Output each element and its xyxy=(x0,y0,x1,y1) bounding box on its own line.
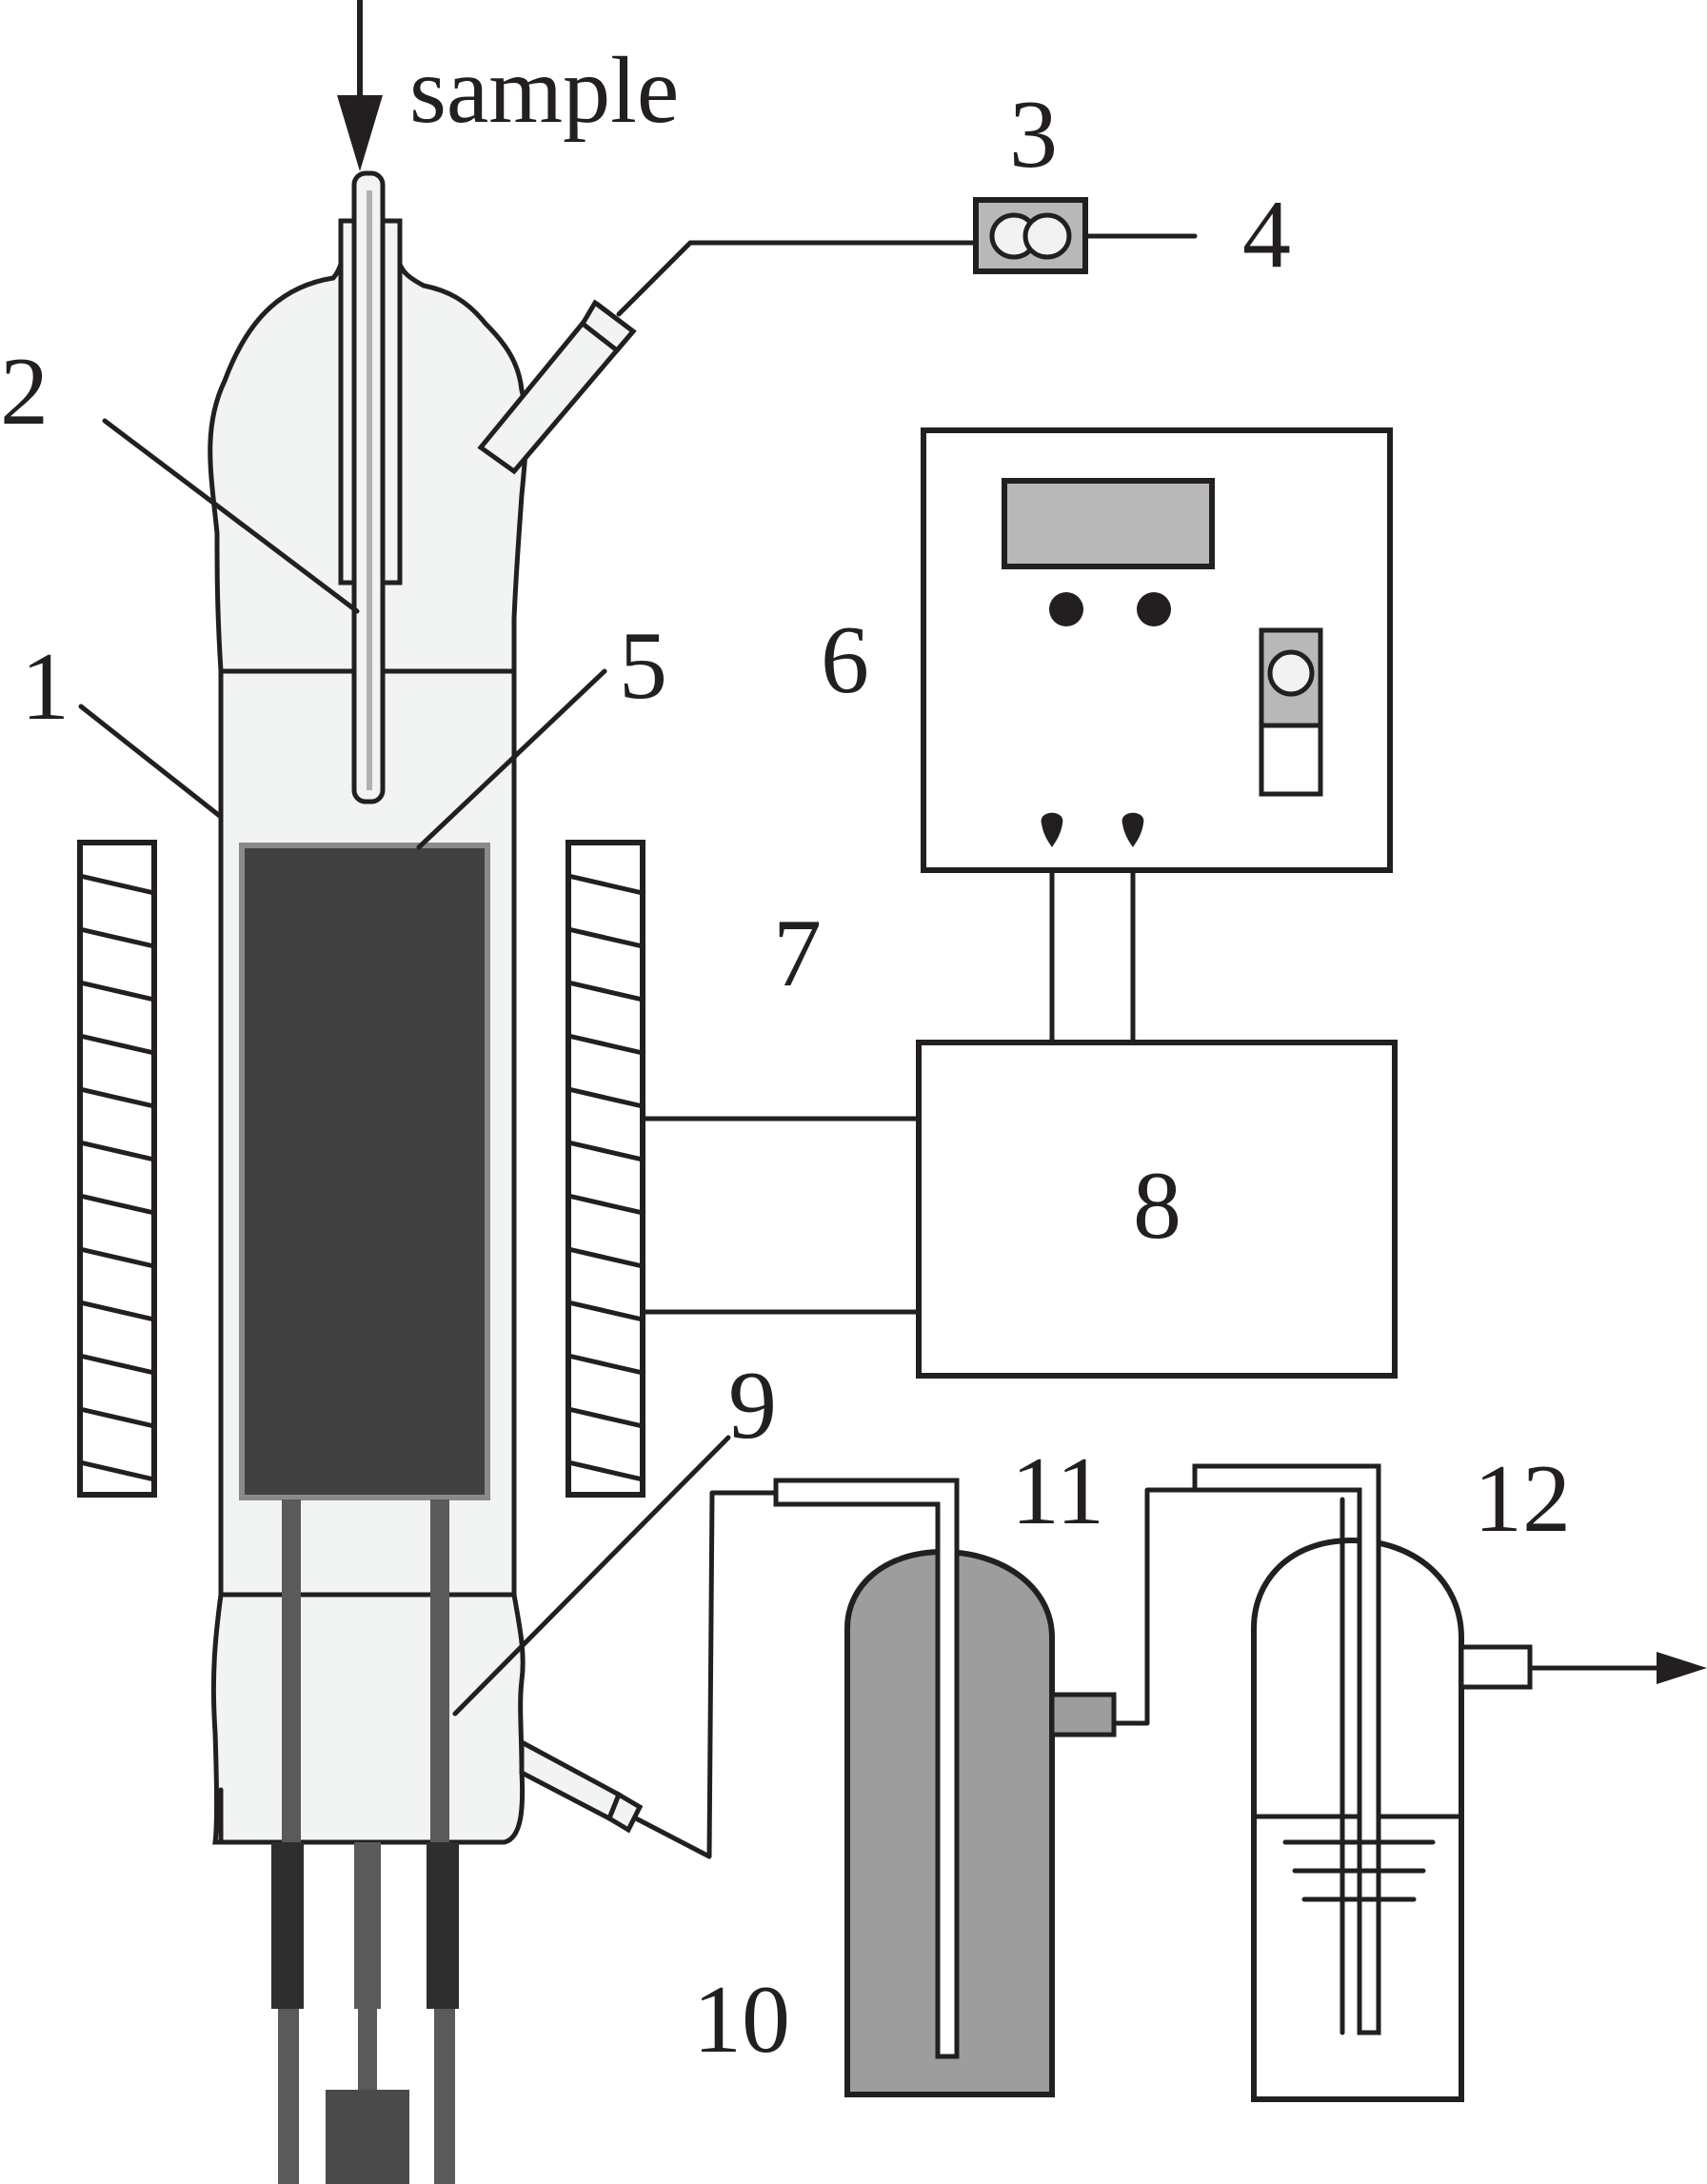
furnace-hatch-line xyxy=(79,873,155,896)
sample-inlet-arrow xyxy=(337,0,383,171)
label-5: 5 xyxy=(619,612,667,720)
terminal-b xyxy=(1121,812,1144,847)
furnace-hatch-line xyxy=(567,873,644,896)
label-3: 3 xyxy=(1009,81,1058,189)
label-1: 1 xyxy=(21,633,69,741)
knob-2 xyxy=(1137,592,1171,626)
furnace-hatch-line xyxy=(567,1459,644,1482)
catalyst-bed xyxy=(239,843,490,1500)
label-9: 9 xyxy=(728,1352,777,1459)
label-8: 8 xyxy=(1133,1152,1181,1260)
furnace-right xyxy=(566,840,645,1498)
furnace-hatch-line xyxy=(567,1300,644,1322)
display-screen xyxy=(1002,478,1215,569)
furnace-hatch-line xyxy=(567,1353,644,1376)
furnace-hatch-line xyxy=(79,1246,155,1269)
furnace-hatch-line xyxy=(79,980,155,1003)
furnace-hatch-line xyxy=(567,926,644,949)
knob-1 xyxy=(1049,592,1083,626)
leader-lines xyxy=(78,418,731,1717)
furnace-hatch-line xyxy=(79,1459,155,1482)
furnace-hatch-line xyxy=(79,1300,155,1322)
cold-trap-10 xyxy=(773,1478,1198,2097)
controller-box-8 xyxy=(916,1040,1398,1379)
furnace-hatch-line xyxy=(79,1033,155,1056)
label-4: 4 xyxy=(1242,181,1291,288)
label-sample: sample xyxy=(409,37,679,143)
furnace-hatch-line xyxy=(567,980,644,1003)
absorption-bottle-12 xyxy=(1192,1463,1707,2102)
instrument-6 xyxy=(921,427,1393,873)
furnace-left xyxy=(77,840,157,1498)
inlet-capillary xyxy=(338,170,403,804)
bed-supports xyxy=(271,1499,459,2184)
furnace-hatch-line xyxy=(567,1406,644,1429)
upper-side-arm xyxy=(477,240,983,475)
furnace-hatch-line xyxy=(567,1033,644,1056)
label-2: 2 xyxy=(0,338,49,446)
label-6: 6 xyxy=(821,606,869,714)
label-12: 12 xyxy=(1474,1445,1571,1553)
furnace-hatch-line xyxy=(79,1140,155,1162)
furnace-hatch-line xyxy=(79,926,155,949)
label-11: 11 xyxy=(1011,1438,1104,1545)
terminal-a xyxy=(1041,812,1063,847)
furnace-hatch-line xyxy=(79,1406,155,1429)
furnace-hatch-line xyxy=(567,1246,644,1269)
label-7: 7 xyxy=(773,900,822,1007)
lower-side-arm xyxy=(519,1490,779,1859)
furnace-hatch-line xyxy=(567,1140,644,1162)
furnace-hatch-line xyxy=(79,1353,155,1376)
flow-meter-3 xyxy=(973,197,1198,274)
furnace-hatch-line xyxy=(79,1086,155,1109)
furnace-hatch-line xyxy=(567,1193,644,1216)
label-10: 10 xyxy=(693,1966,790,2074)
furnace-hatch-line xyxy=(79,1193,155,1216)
furnace-hatch-line xyxy=(567,1086,644,1109)
